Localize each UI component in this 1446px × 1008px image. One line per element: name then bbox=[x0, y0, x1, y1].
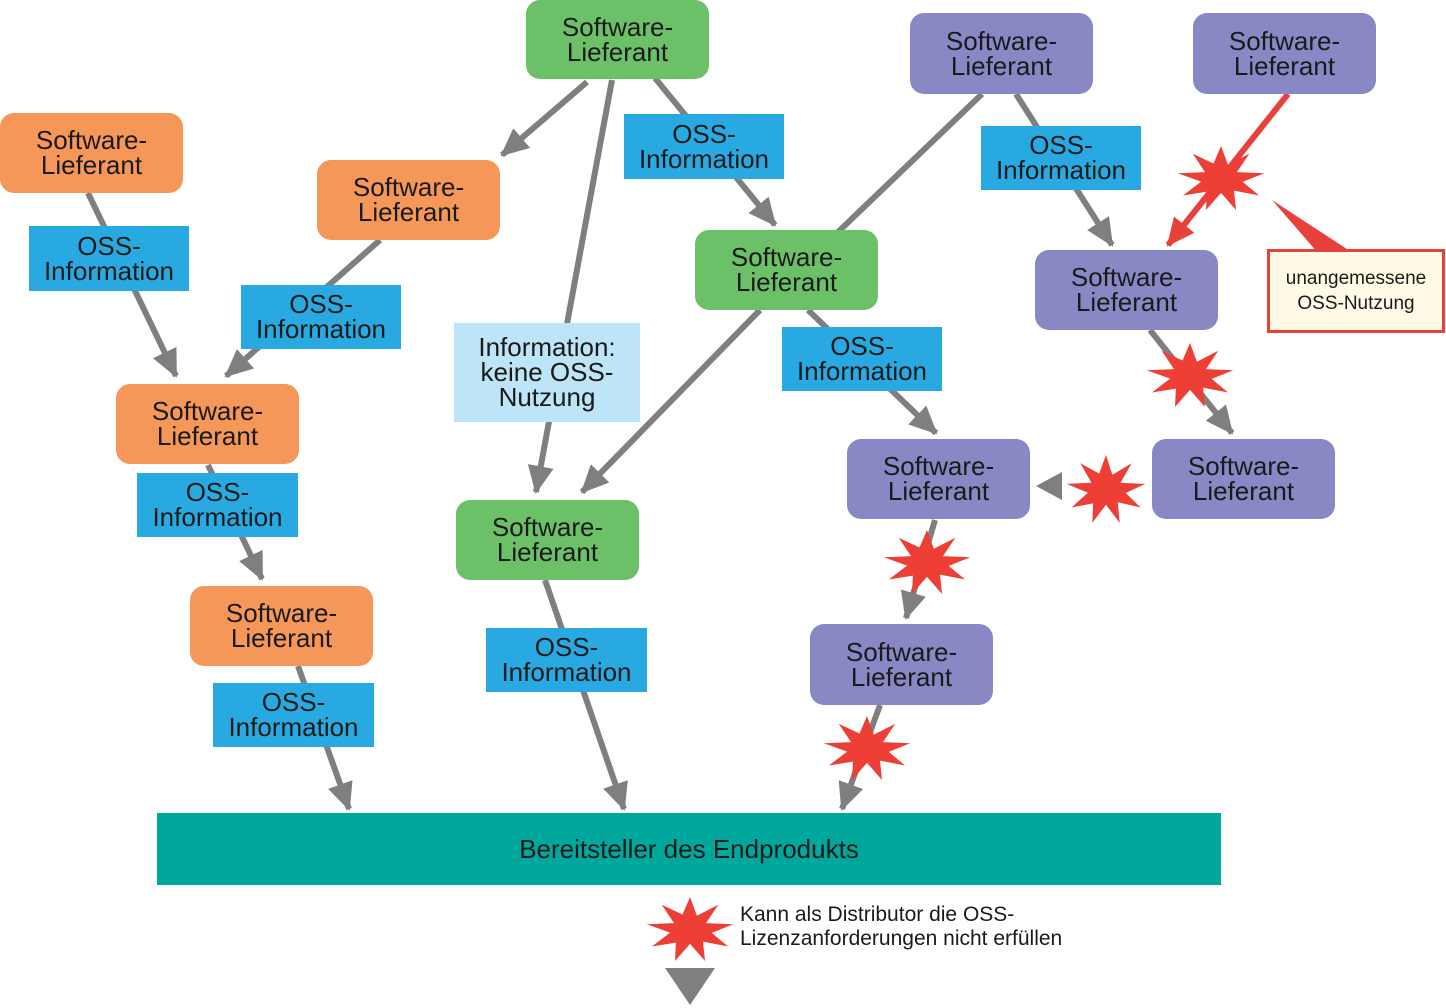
oss-info-label-3: OSS- Information bbox=[137, 473, 298, 537]
no-oss-usage-label: Information: keine OSS- Nutzung bbox=[454, 323, 640, 422]
supplier-node-g3: Software- Lieferant bbox=[456, 500, 639, 580]
supplier-node-g2: Software- Lieferant bbox=[695, 230, 878, 310]
edge-p4-p5-arrowhead bbox=[1036, 472, 1062, 500]
red-starburst-icon bbox=[1177, 146, 1265, 210]
oss-info-label-1: OSS- Information bbox=[29, 226, 189, 291]
oss-info-label-7: OSS- Information bbox=[981, 126, 1141, 190]
supplier-node-p2: Software- Lieferant bbox=[1193, 13, 1376, 94]
red-starburst-icon bbox=[883, 530, 971, 594]
oss-info-label-2: OSS- Information bbox=[241, 285, 401, 349]
edge-g2-g3 bbox=[579, 307, 763, 495]
edge-g1-o2 bbox=[500, 79, 589, 158]
edge-g1-g3 bbox=[527, 79, 615, 494]
legend-star-icon bbox=[646, 897, 734, 961]
supplier-node-p4: Software- Lieferant bbox=[1152, 439, 1335, 519]
supplier-node-o4: Software- Lieferant bbox=[190, 586, 373, 666]
supplier-node-o1: Software- Lieferant bbox=[0, 113, 183, 193]
red-starburst-icon bbox=[823, 716, 911, 780]
oss-info-label-8: OSS- Information bbox=[782, 327, 942, 391]
supplier-node-p6: Software- Lieferant bbox=[810, 624, 993, 705]
oss-info-label-6: OSS- Information bbox=[486, 628, 647, 692]
supplier-node-o3: Software- Lieferant bbox=[116, 384, 299, 464]
edge-g3-final bbox=[542, 579, 628, 811]
legend-star-description: Kann als Distributor die OSS- Lizenzanfo… bbox=[740, 903, 1063, 950]
inappropriate-oss-usage-callout: unangemessene OSS-Nutzung bbox=[1267, 249, 1445, 333]
end-product-provider-label: Bereitsteller des Endprodukts bbox=[519, 833, 859, 864]
legend-arrow-icon bbox=[665, 968, 715, 1005]
supplier-node-p5: Software- Lieferant bbox=[847, 439, 1030, 519]
callout-pointer bbox=[1272, 200, 1353, 253]
red-starburst-icon bbox=[1066, 455, 1146, 523]
supplier-node-p1: Software- Lieferant bbox=[910, 13, 1093, 94]
edge-p1-g2 bbox=[835, 91, 985, 235]
supplier-node-p3: Software- Lieferant bbox=[1035, 250, 1218, 330]
supplier-node-o2: Software- Lieferant bbox=[317, 160, 500, 240]
oss-info-label-4: OSS- Information bbox=[213, 683, 374, 747]
oss-info-label-5: OSS- Information bbox=[624, 114, 784, 179]
red-starburst-icon bbox=[1146, 343, 1234, 407]
supplier-node-g1: Software- Lieferant bbox=[526, 0, 709, 79]
end-product-provider-bar: Bereitsteller des Endprodukts bbox=[157, 813, 1221, 885]
